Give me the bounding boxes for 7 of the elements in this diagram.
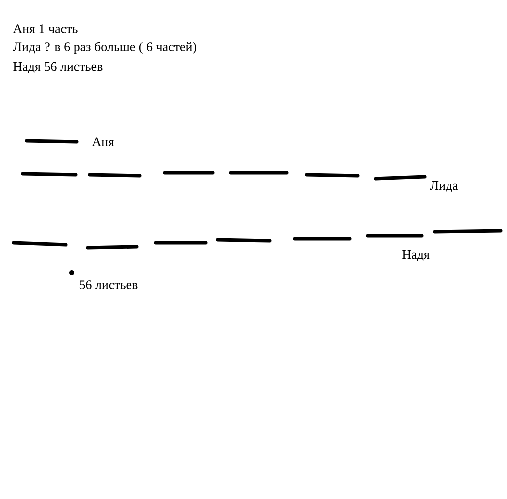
text-label: Аня 1 часть — [13, 24, 78, 34]
text-label: Надя 56 листьев — [14, 62, 103, 74]
text-label: Аня — [92, 138, 114, 146]
text-label: Лида — [430, 181, 458, 192]
text-label: Лида ? в 6 раз больше ( 6 частей) — [13, 42, 196, 54]
text-label: 56 листьев — [80, 280, 138, 290]
text-label: Надя — [402, 250, 430, 262]
